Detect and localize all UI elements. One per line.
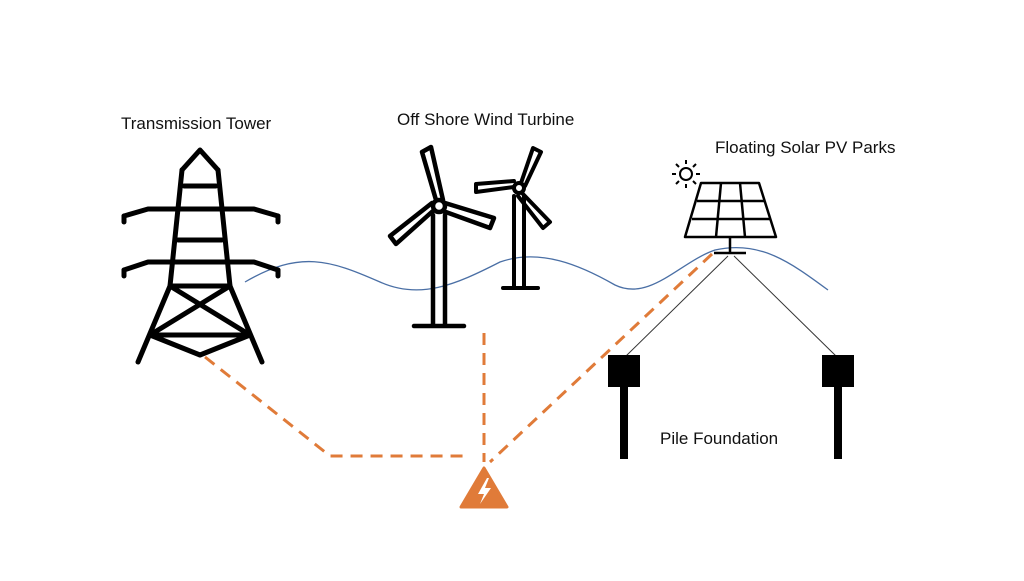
- solar-panel-icon: [683, 181, 778, 255]
- pile-foundation-label: Pile Foundation: [660, 429, 779, 448]
- transmission-tower-icon: [121, 147, 281, 365]
- wind-turbine-icon: [387, 144, 497, 329]
- pile-foundation-icon: [608, 355, 640, 459]
- sea-surface-line: [244, 246, 829, 291]
- cable-to-solar: [488, 252, 714, 464]
- mooring-line: [733, 255, 837, 357]
- wind-turbine-icon: [474, 146, 552, 290]
- pile-foundation-icon: [822, 355, 854, 459]
- power-cable-lines: [204, 252, 714, 464]
- mooring-line: [625, 255, 729, 357]
- high-voltage-warning-icon: [459, 466, 509, 509]
- sun-icon: [672, 160, 700, 188]
- wind-turbine-label: Off Shore Wind Turbine: [397, 110, 575, 129]
- solar-parks-label: Floating Solar PV Parks: [715, 138, 896, 157]
- transmission-tower-label: Transmission Tower: [121, 114, 272, 133]
- cable-to-tower: [204, 355, 470, 458]
